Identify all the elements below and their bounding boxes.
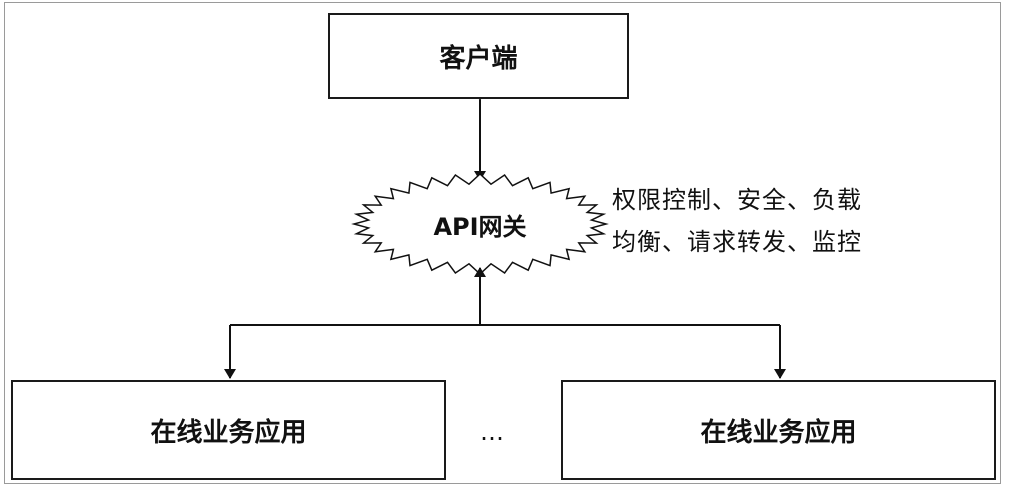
service-box-left: 在线业务应用 [11, 380, 446, 480]
gateway-note-line1: 权限控制、安全、负载 [612, 186, 862, 214]
client-box: 客户端 [328, 13, 629, 99]
client-label: 客户端 [439, 43, 518, 74]
more-services-ellipsis: … [480, 418, 504, 446]
service-label-right: 在线业务应用 [700, 417, 857, 448]
gateway-note-line2: 均衡、请求转发、监控 [612, 228, 862, 256]
service-label-left: 在线业务应用 [150, 417, 307, 448]
api-gateway-label: API网关 [433, 212, 527, 241]
diagram-frame [4, 2, 1001, 484]
service-box-right: 在线业务应用 [561, 380, 996, 480]
api-gateway-starburst [351, 172, 609, 276]
